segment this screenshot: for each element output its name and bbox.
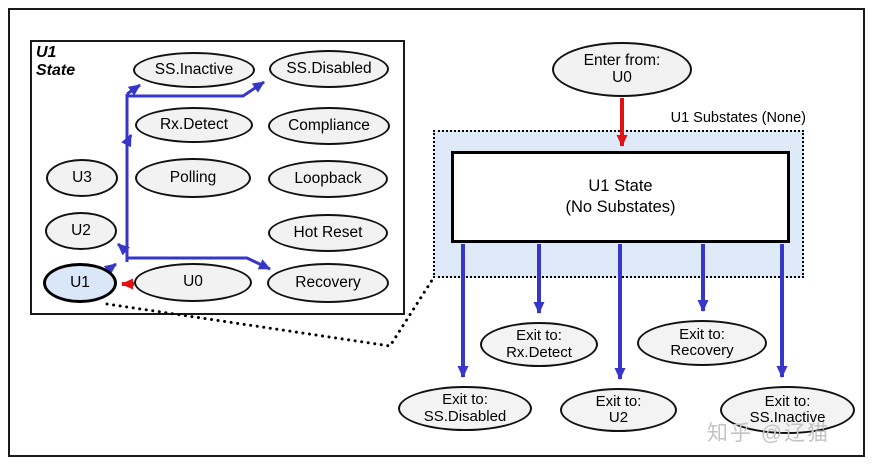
enter-label-line1: Enter from:: [583, 51, 661, 69]
exit-label-line1: Exit to:: [764, 392, 811, 410]
exit-ellipse-ss-disabled: Exit to: SS.Disabled: [398, 386, 532, 431]
state-label: Rx.Detect: [159, 115, 229, 133]
state-ellipse-u2: U2: [45, 212, 117, 250]
panel-title-line2: State: [36, 61, 76, 79]
state-label: U0: [183, 273, 203, 291]
exit-label-line2: Recovery: [670, 342, 734, 359]
exit-ellipse-rx-detect: Exit to: Rx.Detect: [480, 322, 598, 367]
state-ellipse-polling: Polling: [135, 158, 251, 198]
state-ellipse-loopback: Loopback: [268, 160, 388, 198]
exit-ellipse-u2: Exit to: U2: [560, 388, 677, 432]
exit-label-line2: SS.Disabled: [423, 407, 507, 425]
panel-title: U1 State: [36, 44, 75, 80]
exit-label-line1: Exit to:: [516, 327, 562, 345]
exit-label-line2: SS.Inactive: [749, 409, 826, 426]
state-label: Hot Reset: [293, 223, 363, 241]
main-box-line1: U1 State: [588, 177, 653, 196]
state-label: U2: [71, 221, 91, 239]
state-label: U3: [72, 168, 92, 186]
state-ellipse-compliance: Compliance: [268, 107, 390, 145]
state-label: Recovery: [295, 273, 361, 291]
state-label: U1: [70, 273, 90, 291]
state-ellipse-rx-detect: Rx.Detect: [135, 107, 253, 143]
state-ellipse-ss-disabled: SS.Disabled: [269, 50, 389, 88]
exit-label-line2: U2: [608, 409, 629, 426]
u1-substates-label: U1 Substates (None): [670, 110, 806, 126]
state-ellipse-recovery: Recovery: [267, 263, 389, 303]
enter-label-line2: U0: [612, 68, 632, 86]
state-label: Compliance: [288, 116, 370, 134]
state-ellipse-ss-inactive: SS.Inactive: [133, 52, 255, 88]
main-box-line2: (No Substates): [565, 198, 676, 216]
enter-from-u0-ellipse: Enter from: U0: [552, 42, 692, 97]
exit-ellipse-ss-inactive: Exit to: SS.Inactive: [720, 386, 855, 434]
state-ellipse-u3: U3: [46, 159, 118, 197]
zhihu-watermark: 知乎 @辽猫: [707, 422, 831, 445]
state-label: SS.Inactive: [154, 60, 234, 78]
state-label: Polling: [169, 168, 217, 186]
state-label: Loopback: [294, 169, 362, 187]
u1-state-main-box: U1 State (No Substates): [451, 151, 790, 243]
state-ellipse-u1-highlighted: U1: [43, 263, 117, 303]
exit-label-line1: Exit to:: [595, 392, 642, 410]
exit-ellipse-recovery: Exit to: Recovery: [637, 320, 767, 366]
panel-title-line1: U1: [36, 44, 57, 61]
exit-label-line1: Exit to:: [442, 391, 488, 409]
state-ellipse-hot-reset: Hot Reset: [268, 214, 388, 252]
exit-label-line2: Rx.Detect: [506, 343, 572, 361]
exit-label-line1: Exit to:: [679, 325, 725, 343]
state-ellipse-u0: U0: [134, 263, 252, 302]
state-label: SS.Disabled: [286, 59, 372, 77]
